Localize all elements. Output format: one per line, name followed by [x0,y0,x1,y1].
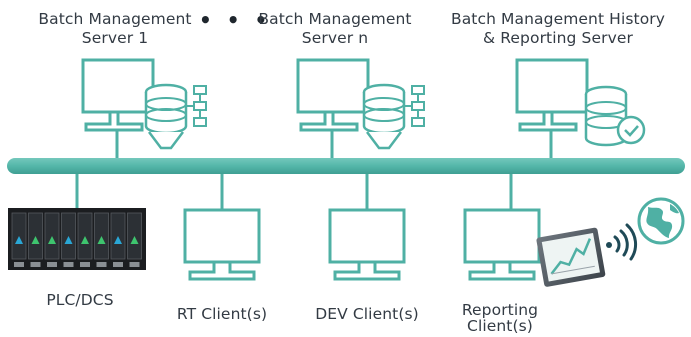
plc-status-led [81,236,89,244]
plc-terminal [113,262,123,267]
network-bus [7,158,685,174]
history-server-monitor-icon [515,58,589,158]
reporting-client-label: Reporting Client(s) [461,301,539,335]
database-funnel-icon [144,83,207,150]
reporting-client-monitor-icon [463,208,541,281]
plc-status-led [130,236,139,244]
plc-terminal [96,262,107,267]
globe-icon [637,197,685,245]
client-drops [75,174,513,210]
plc-rack-icon [8,208,146,270]
plc-terminal [30,262,41,267]
plc-terminal [80,262,90,267]
rt-client-label: RT Client(s) [176,305,268,323]
server-n-monitor-icon [296,58,370,158]
plc-terminal [14,262,24,267]
plc-dcs-label: PLC/DCS [46,291,114,309]
wireless-signal-icon [606,223,638,261]
plc-status-led [97,236,106,244]
database-clock-icon [584,85,646,147]
plc-terminal [129,262,140,267]
server-n-label: Batch Management Server n [258,10,412,47]
plc-status-led [31,236,40,244]
database-funnel-icon [362,83,425,150]
dev-client-monitor-icon [328,208,406,281]
server-1-label: Batch Management Server 1 [38,10,192,47]
rt-client-monitor-icon [183,208,261,281]
plc-status-led [64,236,73,244]
history-server-label: Batch Management History & Reporting Ser… [450,10,666,47]
trend-chart-icon [536,227,606,287]
plc-status-led [114,236,122,244]
plc-status-led [15,236,23,244]
dev-client-label: DEV Client(s) [315,305,419,323]
server-1-monitor-icon [81,58,155,158]
plc-terminal [47,262,57,267]
plc-terminal [63,262,74,267]
ellipsis: • • • [199,8,272,32]
plc-status-led [48,236,56,244]
